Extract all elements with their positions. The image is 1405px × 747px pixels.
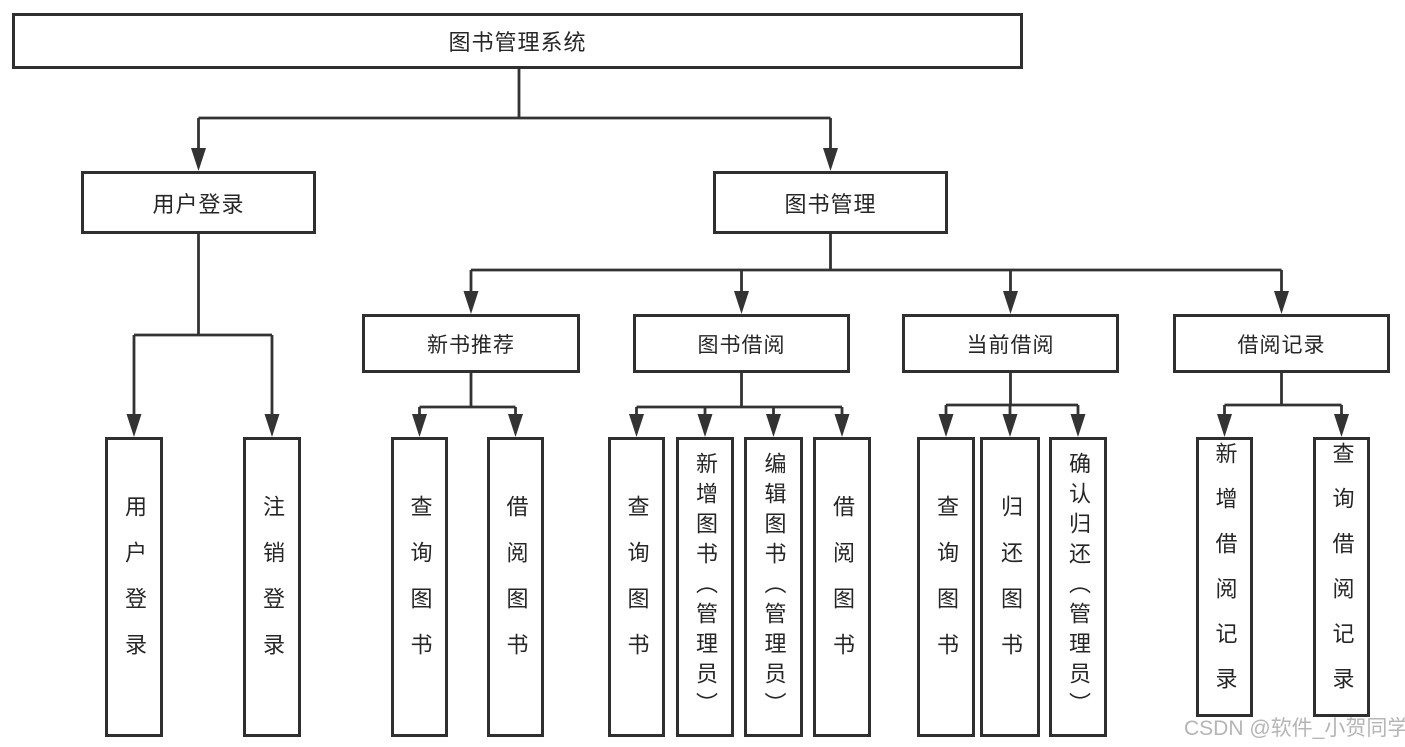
leaf-query-books-label: 查询图书 — [407, 495, 433, 679]
node-borrow-records-label: 借阅记录 — [1237, 333, 1326, 357]
node-new-book-recommend: 新书推荐 — [362, 314, 580, 373]
leaf-logout: 注销登录 — [243, 437, 301, 737]
connector-newbook-to-leaves — [412, 373, 523, 437]
leaf-add-borrow-record: 新增借阅记录 — [1196, 437, 1253, 717]
leaf-add-books-admin-label: 新增图书（管理员） — [693, 452, 718, 722]
leaf-return-books: 归还图书 — [980, 437, 1040, 737]
leaf-edit-books-admin-label: 编辑图书（管理员） — [761, 452, 787, 722]
node-current-borrow: 当前借阅 — [902, 314, 1119, 373]
connector-borrow-to-leaves — [629, 373, 850, 437]
node-book-borrow: 图书借阅 — [633, 314, 850, 373]
leaf-return-books-label: 归还图书 — [998, 495, 1023, 679]
node-user-login: 用户登录 — [81, 171, 316, 234]
connector-root-to-level2 — [191, 68, 838, 171]
node-borrow-records: 借阅记录 — [1173, 314, 1390, 373]
leaf-query-books: 查询图书 — [917, 437, 975, 737]
node-current-borrow-label: 当前借阅 — [966, 333, 1055, 357]
leaf-edit-books-admin: 编辑图书（管理员） — [744, 437, 803, 737]
node-book-management-label: 图书管理 — [784, 191, 877, 217]
node-root-system-label: 图书管理系统 — [448, 30, 587, 55]
leaf-query-books: 查询图书 — [608, 437, 665, 737]
leaf-borrow-books-label: 借阅图书 — [503, 495, 529, 679]
leaf-user-login: 用户登录 — [105, 437, 163, 737]
leaf-query-books-label: 查询图书 — [624, 495, 650, 679]
node-user-login-label: 用户登录 — [152, 191, 245, 217]
leaf-query-books-label: 查询图书 — [934, 495, 959, 679]
node-book-borrow-label: 图书借阅 — [697, 333, 786, 357]
leaf-user-login-label: 用户登录 — [122, 495, 147, 679]
connector-record-to-leaves — [1217, 373, 1349, 437]
connector-bookmgmt-to-level3 — [463, 234, 1289, 314]
leaf-query-borrow-record-label: 查询借阅记录 — [1329, 442, 1355, 712]
leaf-query-borrow-record: 查询借阅记录 — [1313, 437, 1370, 717]
node-root-system: 图书管理系统 — [12, 13, 1023, 69]
leaf-add-books-admin: 新增图书（管理员） — [676, 437, 734, 737]
leaf-borrow-books: 借阅图书 — [487, 437, 544, 737]
connector-userlogin-to-leaves — [126, 234, 280, 437]
leaf-confirm-return-admin-label: 确认归还（管理员） — [1066, 452, 1091, 722]
leaf-borrow-books: 借阅图书 — [813, 437, 871, 737]
node-new-book-recommend-label: 新书推荐 — [427, 333, 515, 357]
node-book-management: 图书管理 — [713, 171, 948, 234]
connector-current-to-leaves — [938, 373, 1086, 437]
leaf-query-books: 查询图书 — [391, 437, 448, 737]
leaf-logout-label: 注销登录 — [260, 495, 285, 679]
leaf-borrow-books-label: 借阅图书 — [830, 495, 855, 679]
leaf-confirm-return-admin: 确认归还（管理员） — [1049, 437, 1107, 737]
csdn-watermark: CSDN @软件_小贺同学 — [1184, 717, 1405, 740]
leaf-add-borrow-record-label: 新增借阅记录 — [1212, 442, 1238, 712]
